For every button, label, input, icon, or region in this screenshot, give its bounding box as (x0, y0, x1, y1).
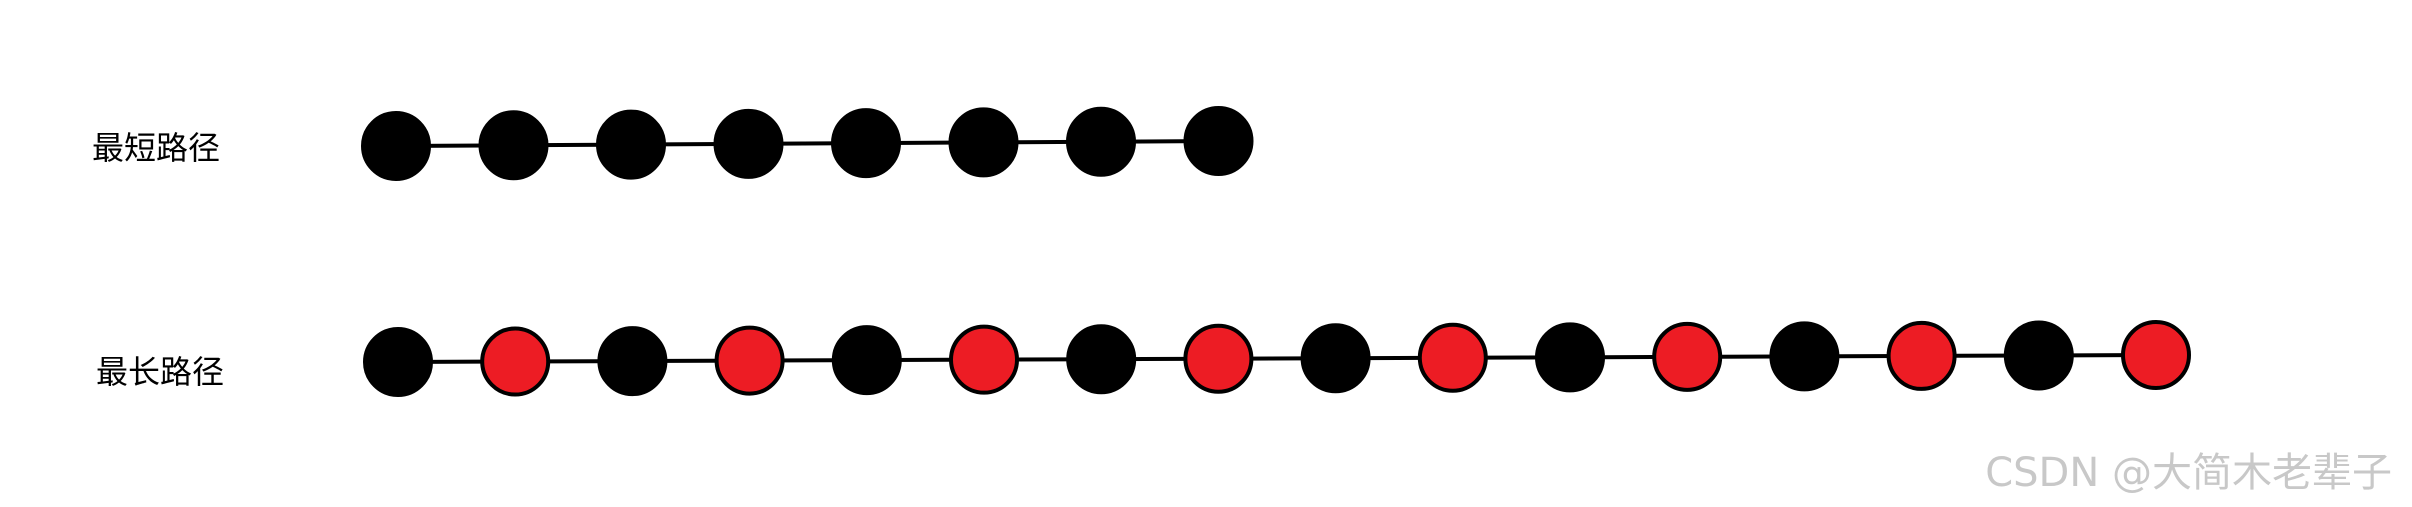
red-node (949, 324, 1019, 395)
black-node (363, 327, 433, 397)
black-node (1300, 323, 1371, 394)
black-node (478, 110, 549, 181)
red-node (1886, 320, 1957, 391)
red-node (1417, 322, 1488, 393)
black-node (597, 326, 668, 397)
shortest-path-label: 最短路径 (92, 129, 221, 167)
black-node (1183, 106, 1254, 176)
black-node (1066, 324, 1137, 395)
black-node (1535, 322, 1605, 393)
red-node (714, 325, 785, 396)
watermark: CSDN @大简木老辈子 (1985, 450, 2392, 496)
black-node (361, 111, 431, 181)
longest-path-label: 最长路径 (96, 353, 225, 391)
black-node (596, 109, 666, 180)
red-node (1652, 321, 1723, 392)
red-node (2121, 320, 2191, 390)
red-node (480, 326, 551, 397)
red-node (1183, 323, 1254, 394)
black-node (948, 107, 1019, 178)
black-node (2003, 320, 2074, 391)
black-node (1066, 106, 1136, 177)
black-node (1769, 321, 1840, 392)
black-node (713, 108, 784, 179)
black-node (831, 108, 901, 179)
black-node (831, 325, 902, 396)
